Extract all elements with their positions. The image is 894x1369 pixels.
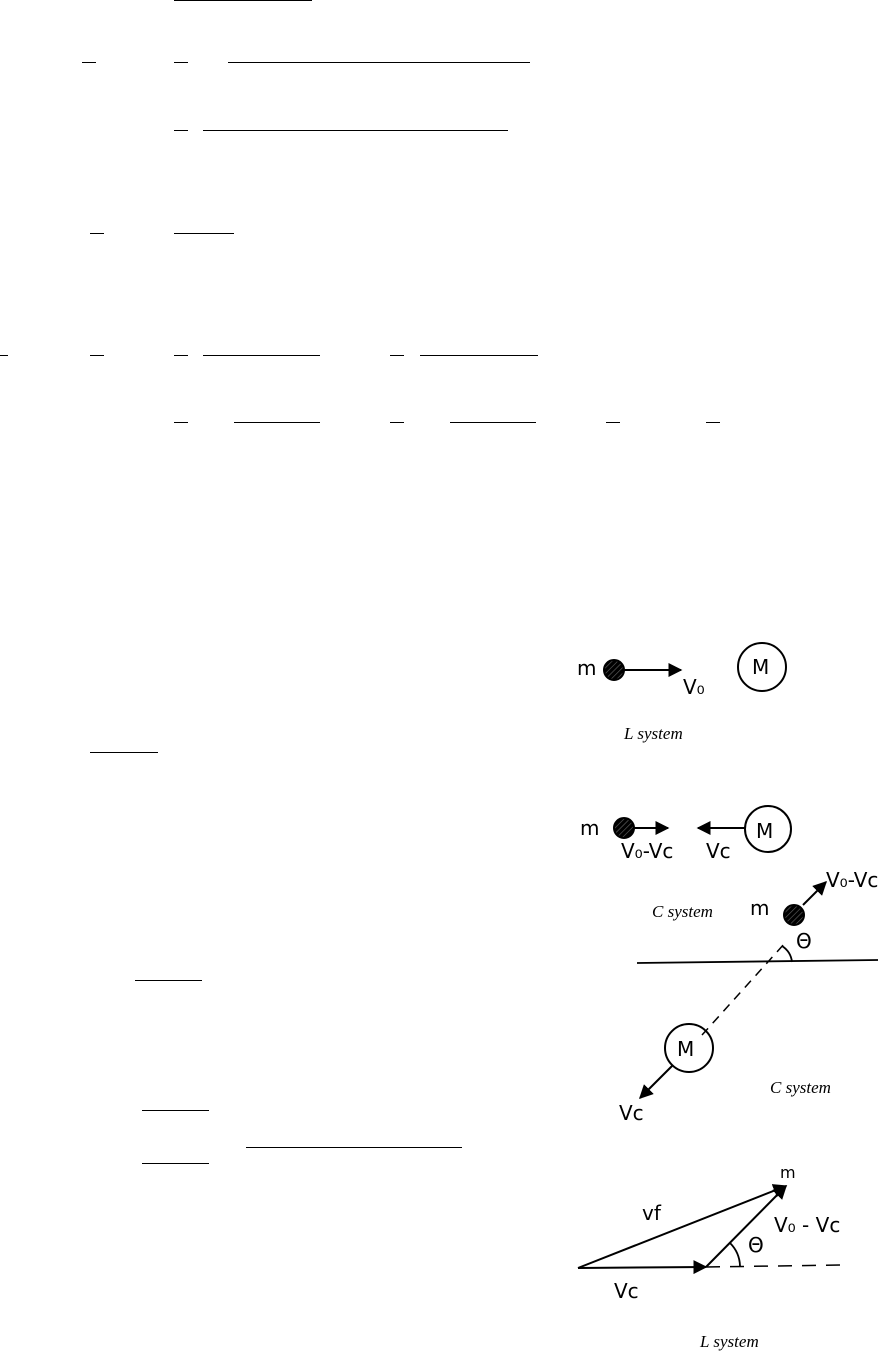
- center-velocity-label: Vc: [614, 1279, 639, 1303]
- light-mass-label: m: [580, 816, 599, 840]
- figure-caption: C system: [770, 1078, 831, 1097]
- light-velocity-arrow: [802, 881, 827, 906]
- light-mass-label: m: [577, 656, 596, 680]
- light-particle: [613, 817, 635, 839]
- fraction-bar: [174, 233, 234, 234]
- fraction-bar: [174, 355, 188, 356]
- figure-c-system-final: Θ m V₀-Vc M Vc: [619, 868, 878, 1125]
- center-velocity-vector: [577, 1260, 708, 1275]
- fraction-bar: [203, 130, 508, 131]
- heavy-velocity-label: Vc: [619, 1101, 644, 1125]
- fraction-bar: [90, 355, 104, 356]
- fraction-bar: [234, 422, 320, 423]
- final-velocity-vector: [577, 1184, 788, 1269]
- fraction-bar: [203, 355, 320, 356]
- fraction-bar: [706, 422, 720, 423]
- mass-label: m: [780, 1163, 796, 1182]
- light-particle: [783, 904, 805, 926]
- heavy-velocity-arrow: [639, 1065, 673, 1099]
- fraction-bar: [246, 1147, 462, 1148]
- fraction-bar: [142, 1110, 209, 1111]
- angle-arc: [729, 1242, 741, 1267]
- fraction-bar: [174, 62, 188, 63]
- relative-velocity-vector: [705, 1185, 787, 1268]
- final-velocity-label: vf: [642, 1201, 662, 1225]
- fraction-bar: [142, 1163, 209, 1164]
- fraction-bar: [90, 233, 104, 234]
- fraction-bar: [174, 422, 188, 423]
- fraction-bar: [0, 355, 8, 356]
- figure-caption: L system: [700, 1332, 759, 1351]
- angle-label: Θ: [748, 1233, 764, 1257]
- heavy-particle: [744, 805, 792, 853]
- line-of-centers: [701, 942, 786, 1036]
- heavy-mass-label: M: [677, 1037, 694, 1061]
- heavy-mass-label: M: [752, 655, 769, 679]
- fraction-bar: [82, 62, 96, 63]
- light-velocity-label: V₀-Vc: [621, 839, 673, 863]
- light-velocity-label: V₀-Vc: [826, 868, 878, 892]
- heavy-mass-label: M: [756, 819, 773, 843]
- fraction-bar: [420, 355, 538, 356]
- light-particle: [603, 659, 625, 681]
- fraction-bar: [606, 422, 620, 423]
- fraction-bar: [228, 62, 530, 63]
- heavy-particle: [664, 1023, 714, 1073]
- reference-axis: [636, 959, 879, 964]
- figure-caption: C system: [652, 902, 713, 921]
- light-mass-label: m: [750, 896, 769, 920]
- figure-l-system-initial: m M V₀: [577, 642, 787, 699]
- fraction-bar: [135, 980, 202, 981]
- fraction-bar: [390, 355, 404, 356]
- angle-label: Θ: [796, 929, 812, 953]
- heavy-particle: [737, 642, 787, 692]
- figure-c-system-initial: m M V₀-Vc Vc: [580, 805, 792, 863]
- figure-l-system-vector-sum: Θ m vf V₀ - Vc Vc: [577, 1163, 843, 1303]
- fraction-bar: [90, 752, 158, 753]
- fraction-bar: [174, 130, 188, 131]
- fraction-bar: [174, 0, 312, 1]
- velocity-label: V₀: [683, 675, 705, 699]
- fraction-bar: [390, 422, 404, 423]
- reference-extension: [705, 1264, 843, 1268]
- figure-caption: L system: [624, 724, 683, 743]
- relative-velocity-label: V₀ - Vc: [774, 1213, 840, 1237]
- heavy-velocity-label: Vc: [706, 839, 731, 863]
- angle-arc: [781, 945, 793, 963]
- fraction-bar: [450, 422, 536, 423]
